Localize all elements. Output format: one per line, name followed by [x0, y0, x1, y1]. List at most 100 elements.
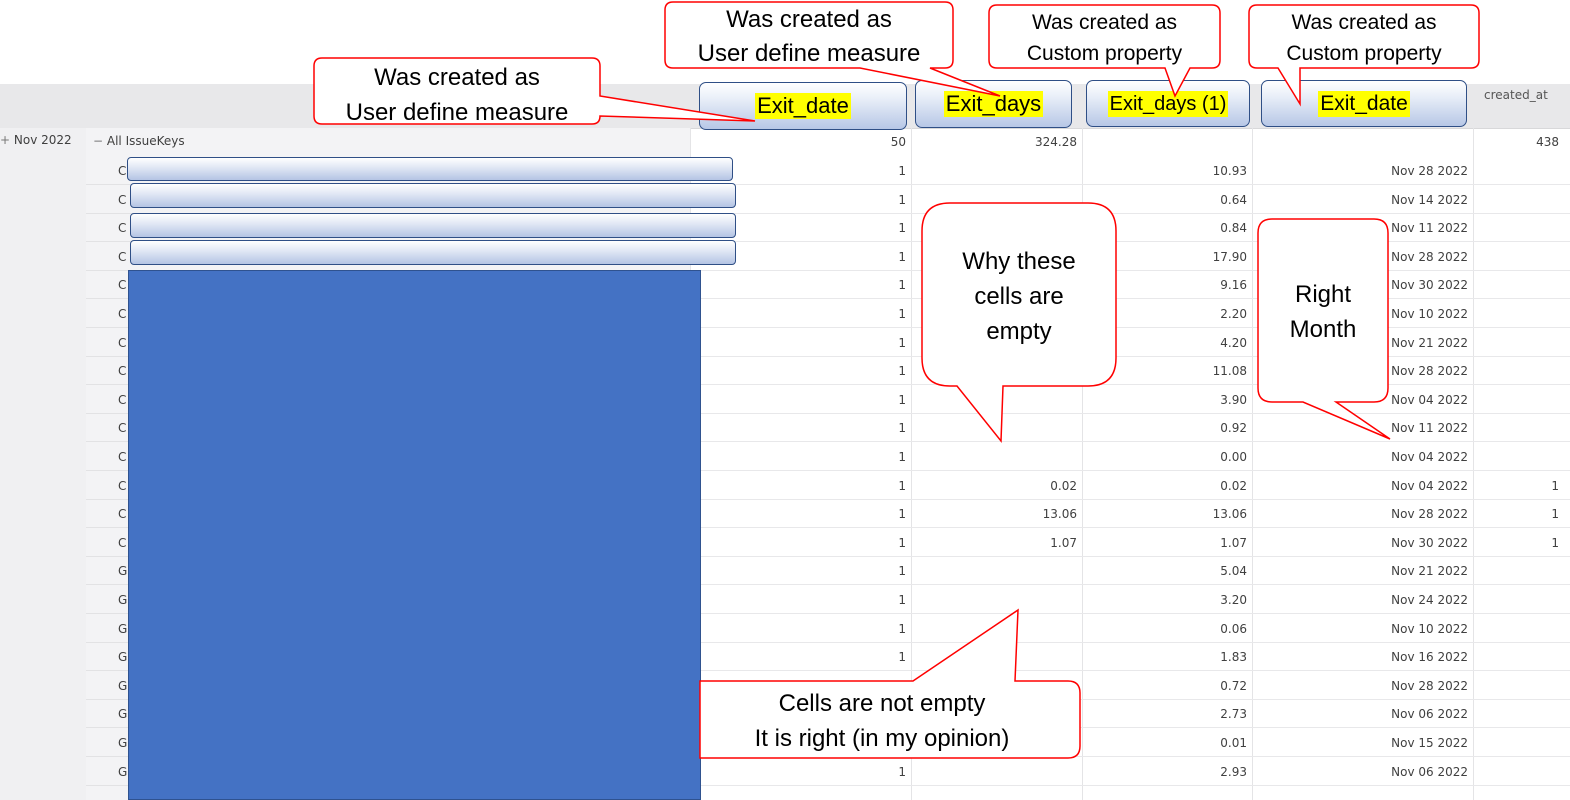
column-header-created-at[interactable]: created_at [1484, 88, 1548, 102]
table-cell: 1 [898, 593, 906, 607]
row-label[interactable]: C [118, 393, 127, 407]
table-cell: Nov 14 2022 [1391, 193, 1468, 207]
table-cell: 1 [898, 765, 906, 779]
table-cell: Nov 11 2022 [1391, 421, 1468, 435]
row-label[interactable]: C [118, 278, 127, 292]
row-label[interactable]: G [118, 765, 128, 779]
table-cell: 9.16 [1220, 278, 1247, 292]
table-cell: 1 [898, 336, 906, 350]
table-cell: Nov 28 2022 [1391, 364, 1468, 378]
callout-top4-shape [1248, 4, 1480, 107]
table-cell: 1 [898, 221, 906, 235]
table-cell: 1 [898, 650, 906, 664]
col-divider [911, 128, 912, 800]
table-cell: 11.08 [1212, 364, 1247, 378]
table-cell: 3.20 [1220, 593, 1247, 607]
row-label[interactable]: C [118, 221, 127, 235]
row-divider [690, 298, 1570, 299]
callout-right-shape [1257, 218, 1391, 440]
row-label[interactable]: G [118, 593, 128, 607]
table-cell: 1 [898, 307, 906, 321]
table-cell: 0.02 [1220, 479, 1247, 493]
row-divider [690, 727, 1570, 728]
row-label[interactable]: G [118, 650, 128, 664]
table-cell: 3.90 [1220, 393, 1247, 407]
row-divider [690, 670, 1570, 671]
table-cell: Nov 15 2022 [1391, 736, 1468, 750]
table-cell: 13.06 [1042, 507, 1077, 521]
table-cell: 0.00 [1220, 450, 1247, 464]
table-cell: Nov 28 2022 [1391, 164, 1468, 178]
row-label[interactable]: C [118, 536, 127, 550]
row-divider [690, 184, 1570, 185]
row-label[interactable]: C [118, 307, 127, 321]
table-cell: 4.20 [1220, 336, 1247, 350]
row-divider [690, 441, 1570, 442]
row-label[interactable]: C [118, 164, 127, 178]
table-cell: Nov 30 2022 [1391, 278, 1468, 292]
table-cell: Nov 04 2022 [1391, 450, 1468, 464]
row-divider [690, 556, 1570, 557]
row-label[interactable]: G [118, 564, 128, 578]
row-label[interactable]: C [118, 507, 127, 521]
row-label[interactable]: C [118, 421, 127, 435]
row-label[interactable]: G [118, 679, 128, 693]
header-exit-date-property[interactable]: Exit_date [1261, 80, 1467, 127]
group-label[interactable]: − All IssueKeys [93, 134, 185, 148]
table-cell: 1 [898, 250, 906, 264]
table-cell: 1 [898, 622, 906, 636]
collapse-icon[interactable]: − [93, 134, 104, 148]
table-cell: 1.07 [1220, 536, 1247, 550]
table-cell: Nov 21 2022 [1391, 336, 1468, 350]
row-label[interactable]: C [118, 479, 127, 493]
header-exit-days-1-property[interactable]: Exit_days (1) [1086, 80, 1250, 127]
row-divider [690, 584, 1570, 585]
row-divider [690, 756, 1570, 757]
row-label[interactable]: G [118, 736, 128, 750]
table-cell: Nov 10 2022 [1391, 307, 1468, 321]
row-divider [690, 413, 1570, 414]
table-cell: 2.20 [1220, 307, 1247, 321]
table-cell: 0.72 [1220, 679, 1247, 693]
table-cell: 1 [1551, 479, 1559, 493]
row-label[interactable]: G [118, 622, 128, 636]
table-cell: 0.64 [1220, 193, 1247, 207]
redacted-row-bar [127, 157, 733, 181]
row-label[interactable]: C [118, 364, 127, 378]
table-cell: Nov 30 2022 [1391, 536, 1468, 550]
total-exit-date-count: 50 [890, 135, 906, 149]
period-label[interactable]: + Nov 2022 [0, 133, 72, 147]
table-cell: Nov 21 2022 [1391, 564, 1468, 578]
table-cell: 0.84 [1220, 221, 1247, 235]
row-divider [690, 699, 1570, 700]
table-cell: Nov 11 2022 [1391, 221, 1468, 235]
row-label[interactable]: C [118, 450, 127, 464]
row-label[interactable]: C [118, 336, 127, 350]
row-label[interactable]: C [118, 250, 127, 264]
table-cell: 5.04 [1220, 564, 1247, 578]
callout-why-shape [921, 202, 1117, 444]
table-cell: Nov 28 2022 [1391, 679, 1468, 693]
row-label[interactable]: G [118, 707, 128, 721]
table-cell: Nov 10 2022 [1391, 622, 1468, 636]
table-cell: 2.93 [1220, 765, 1247, 779]
header-exit-date-measure[interactable]: Exit_date [699, 82, 907, 130]
row-divider [690, 270, 1570, 271]
row-divider [690, 613, 1570, 614]
callout-top2-shape [664, 1, 1001, 97]
table-cell: 1 [898, 479, 906, 493]
total-exit-days: 324.28 [1035, 135, 1077, 149]
table-cell: 1 [898, 364, 906, 378]
row-divider [690, 470, 1570, 471]
redacted-row-bar [130, 183, 736, 208]
row-divider [690, 241, 1570, 242]
col-divider [1473, 128, 1474, 800]
row-label[interactable]: C [118, 193, 127, 207]
row-divider [690, 499, 1570, 500]
expand-icon[interactable]: + [0, 133, 11, 147]
